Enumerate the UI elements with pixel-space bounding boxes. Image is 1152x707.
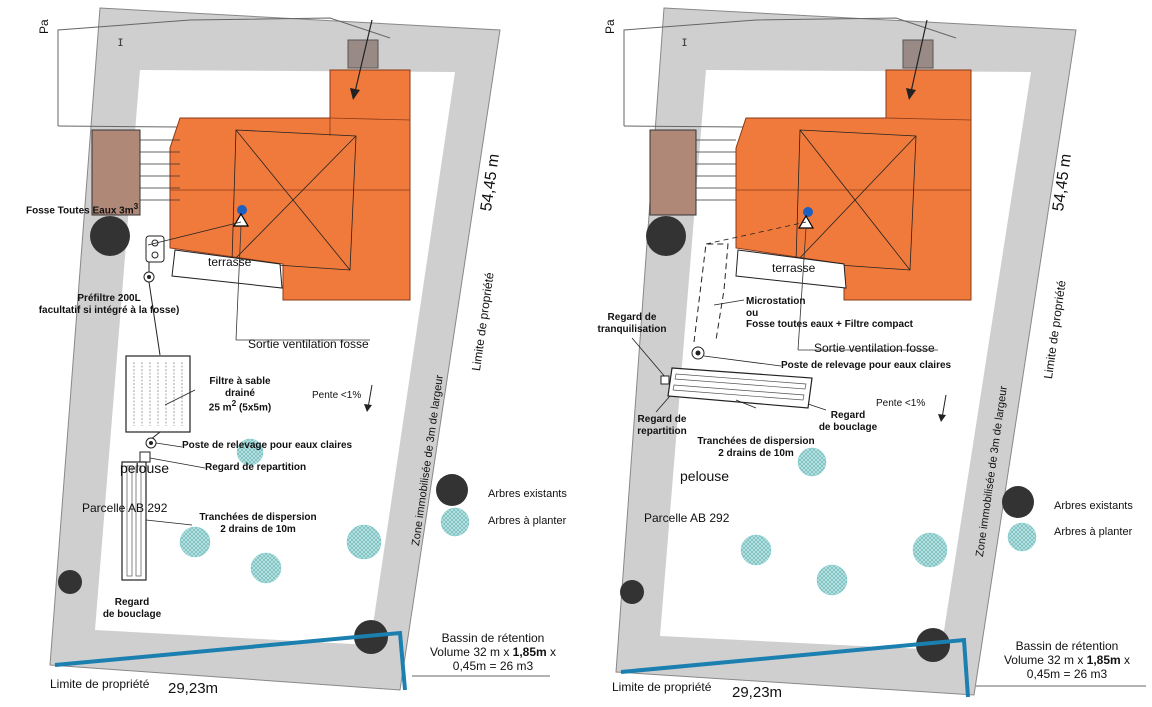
tree-to-plant bbox=[740, 447, 1037, 596]
site-plan-left: ɪ Pa 54,45 m Limite de propriété Zone im… bbox=[26, 7, 567, 697]
terrasse bbox=[171, 249, 283, 289]
annex-left bbox=[649, 129, 697, 216]
retention-basin bbox=[620, 637, 970, 698]
bassin-label: Bassin de rétention Volume 32 m x 1,85m … bbox=[429, 631, 557, 673]
microstation-outline bbox=[693, 243, 729, 343]
house-roof bbox=[735, 69, 972, 301]
arbres-existants-label: Arbres existants bbox=[1054, 500, 1133, 512]
arbres-planter-label: Arbres à planter bbox=[488, 515, 567, 527]
poste-label: Poste de relevage pour eaux claires bbox=[182, 440, 353, 451]
corner-text: Pa bbox=[37, 19, 51, 34]
bassin-label: Bassin de rétention Volume 32 m x 1,85m … bbox=[1003, 639, 1131, 681]
site-plan-right: ɪ Pa 54,45 m Limite de propriété Zone im… bbox=[576, 0, 1152, 707]
regard-repartition-label: Regard de repartition bbox=[205, 462, 307, 473]
sortie-label: Sortie ventilation fosse bbox=[814, 341, 935, 355]
pente-label: Pente <1% bbox=[312, 390, 362, 401]
trenches bbox=[121, 461, 147, 581]
annex-top bbox=[347, 39, 379, 69]
poste-label: Poste de relevage pour eaux claires bbox=[781, 360, 952, 371]
regard-tranquilisation bbox=[660, 375, 670, 385]
retention-basin bbox=[54, 630, 407, 691]
pente-label: Pente <1% bbox=[876, 398, 926, 409]
svg-text:ɪ: ɪ bbox=[682, 33, 687, 49]
limite-bottom: Limite de propriété bbox=[612, 680, 712, 694]
parcelle-label: Parcelle AB 292 bbox=[82, 501, 168, 515]
sortie-label: Sortie ventilation fosse bbox=[248, 337, 369, 351]
svg-text:ɪ: ɪ bbox=[118, 33, 123, 49]
house-roof bbox=[169, 69, 411, 301]
fosse-label: Fosse Toutes Eaux 3m3 bbox=[26, 201, 139, 217]
limite-bottom: Limite de propriété bbox=[50, 677, 150, 691]
arbres-existants-label: Arbres existants bbox=[488, 488, 567, 500]
pelouse-label: pelouse bbox=[120, 460, 170, 476]
plan-drawing: ɪ bbox=[615, 7, 1146, 698]
terrasse-label: terrasse bbox=[772, 261, 816, 275]
parcelle-label: Parcelle AB 292 bbox=[644, 511, 730, 525]
ventilation-dot bbox=[803, 207, 813, 217]
plan-drawing: ɪ bbox=[49, 7, 550, 691]
terrasse-label: terrasse bbox=[208, 255, 252, 269]
arbres-planter-label: Arbres à planter bbox=[1054, 526, 1133, 538]
dim-bottom: 29,23m bbox=[732, 684, 783, 701]
tree-existing bbox=[58, 216, 468, 654]
terrasse bbox=[735, 249, 847, 289]
pelouse-label: pelouse bbox=[680, 468, 730, 484]
tree-to-plant bbox=[179, 438, 470, 584]
dim-bottom: 29,23m bbox=[168, 680, 219, 697]
tree-existing bbox=[620, 216, 1034, 662]
ventilation-dot bbox=[237, 205, 247, 215]
corner-text: Pa bbox=[603, 19, 617, 34]
annex-top bbox=[902, 39, 934, 69]
annex-left bbox=[91, 129, 141, 216]
